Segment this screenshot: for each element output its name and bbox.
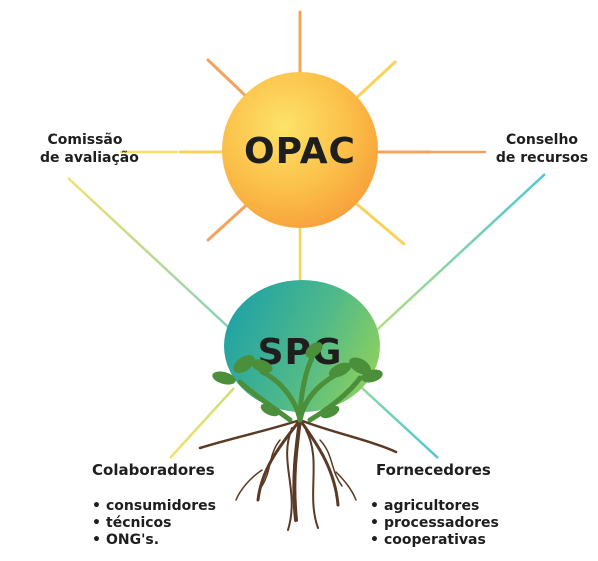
list-item: técnicos (92, 515, 216, 532)
list-item: processadores (370, 515, 499, 532)
branch-left-bottom: Colaboradores (92, 461, 215, 479)
ray-bottom-right (350, 198, 406, 246)
fornecedores-list: agricultores processadores cooperativas (370, 498, 499, 549)
branch-right-top: Conselho de recursos (490, 131, 594, 167)
branch-right-top-line1: Conselho (505, 132, 579, 148)
branch-right-bottom: Fornecedores (376, 461, 491, 479)
branch-right-top-line2: de recursos (495, 150, 589, 166)
list-item: agricultores (370, 498, 499, 515)
roots-illustration (198, 418, 398, 531)
ray-top-left (206, 58, 252, 102)
connector-right-bottom (361, 387, 439, 459)
list-item: consumidores (92, 498, 216, 515)
opac-sun (222, 72, 378, 228)
colaboradores-list: consumidores técnicos ONG's. (92, 498, 216, 549)
opac-label: OPAC (244, 131, 356, 172)
list-item: cooperativas (370, 532, 499, 549)
branch-left-top-line2: de avaliação (40, 150, 139, 166)
spg-circle (224, 280, 380, 412)
ray-top-right (350, 60, 397, 104)
connector-left-bottom (169, 387, 235, 459)
list-item: ONG's. (92, 532, 216, 549)
sprouts-illustration (212, 342, 383, 423)
branch-left-top: Comissão de avaliação (40, 131, 139, 167)
ray-bottom-left (206, 198, 254, 242)
branch-left-top-line1: Comissão (47, 132, 123, 148)
connectors (67, 150, 546, 488)
connector-left-top (67, 177, 241, 339)
connector-right-top (365, 173, 546, 341)
